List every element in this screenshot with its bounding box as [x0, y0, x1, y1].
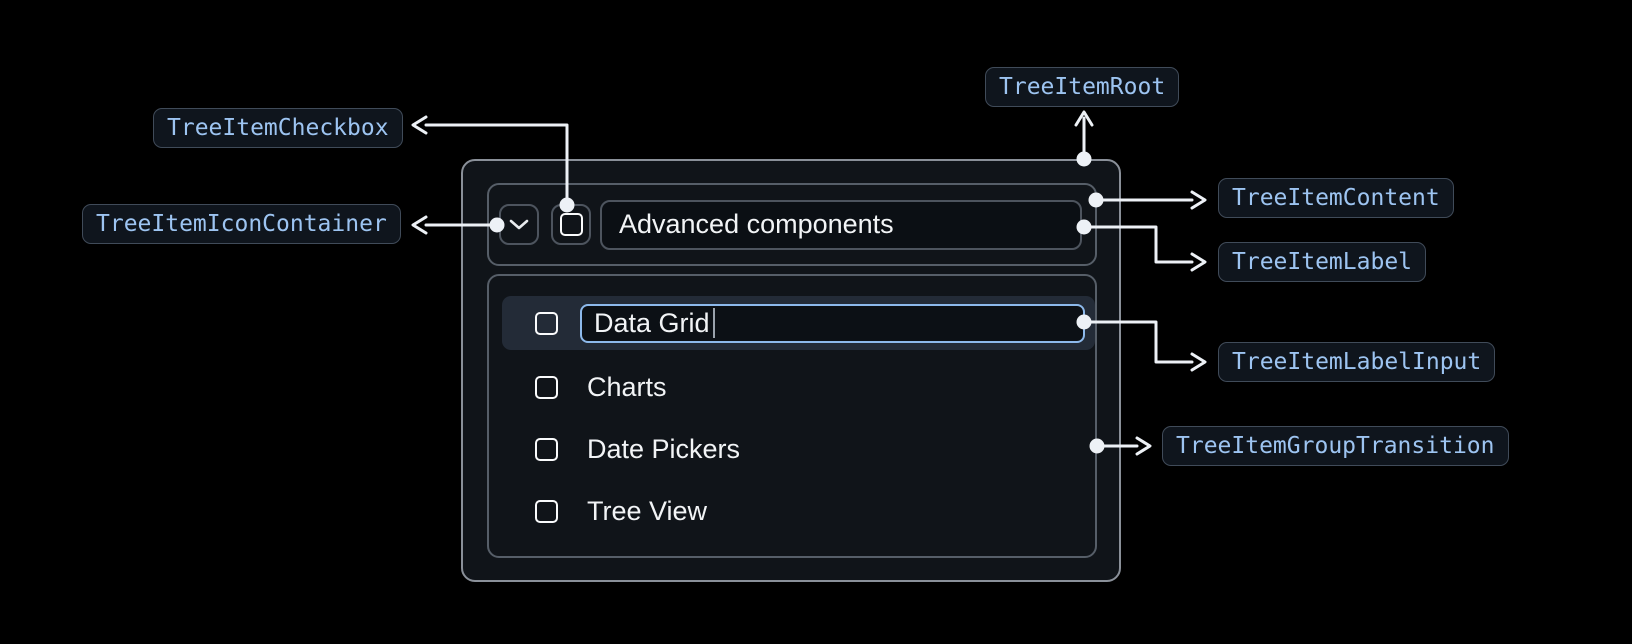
tree-item-icon-container[interactable] — [499, 204, 539, 245]
label-input-value: Data Grid — [594, 307, 710, 338]
tree-item-label: Charts — [587, 371, 667, 402]
annotation-tree-item-group-transition: TreeItemGroupTransition — [1162, 426, 1509, 466]
tree-item-label: Tree View — [587, 495, 708, 526]
tree-item-group-transition: Data Grid Charts Date Pickers Tree View — [487, 274, 1097, 558]
checkbox-unchecked-icon — [559, 213, 583, 236]
tree-item-label: Advanced components — [600, 199, 1082, 250]
tree-item-label-input[interactable]: Data Grid — [580, 303, 1085, 343]
chevron-down-icon — [509, 219, 529, 230]
checkbox-unchecked-icon[interactable] — [535, 311, 558, 335]
tree-item-checkbox[interactable] — [551, 204, 591, 245]
tree-row[interactable]: Date Pickers — [502, 426, 1095, 472]
checkbox-unchecked-icon[interactable] — [535, 375, 558, 399]
text-caret — [712, 308, 716, 338]
tree-row[interactable]: Tree View — [502, 488, 1095, 534]
tree-row[interactable]: Charts — [502, 364, 1095, 410]
annotation-tree-item-root: TreeItemRoot — [985, 67, 1180, 107]
annotation-tree-item-checkbox: TreeItemCheckbox — [153, 108, 403, 148]
annotation-tree-item-content: TreeItemContent — [1218, 178, 1454, 218]
parent-item-label: Advanced components — [619, 209, 894, 239]
annotation-tree-item-icon-container: TreeItemIconContainer — [82, 204, 401, 244]
tree-item-root: Advanced components Data Grid Charts Dat… — [461, 159, 1121, 582]
tree-item-content[interactable]: Advanced components — [487, 183, 1097, 266]
checkbox-unchecked-icon[interactable] — [535, 499, 558, 523]
tree-item-label: Date Pickers — [587, 433, 741, 464]
annotation-tree-item-label: TreeItemLabel — [1218, 242, 1427, 282]
checkbox-unchecked-icon[interactable] — [535, 437, 558, 461]
annotation-tree-item-label-input: TreeItemLabelInput — [1218, 342, 1496, 382]
tree-row-editing[interactable]: Data Grid — [502, 296, 1095, 350]
